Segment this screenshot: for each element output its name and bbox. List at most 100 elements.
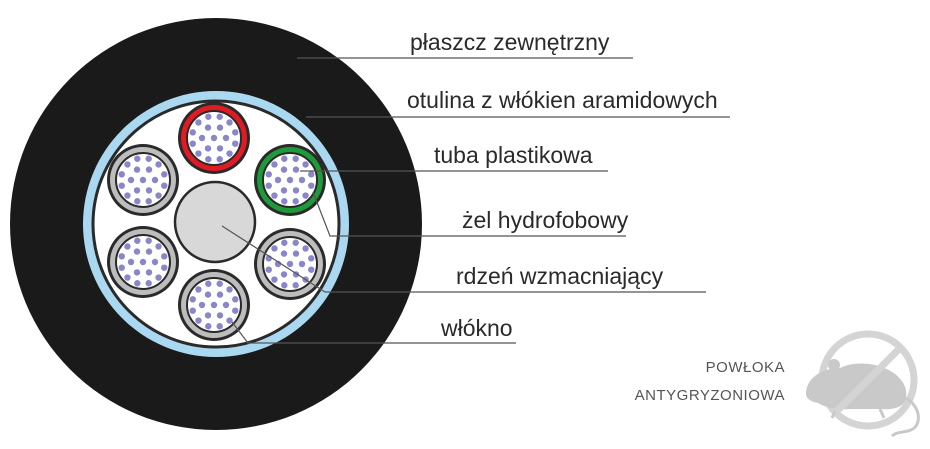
leader-fiber xyxy=(231,321,516,344)
fiber-dot xyxy=(205,156,212,163)
fiber-dot xyxy=(292,198,299,205)
label-strength-core: rdzeń wzmacniający xyxy=(456,263,664,289)
fiber-dot xyxy=(232,129,239,136)
fiber-dot xyxy=(216,312,224,319)
fiber-dot xyxy=(151,176,159,184)
fiber-dot xyxy=(145,237,152,244)
fiber-dot xyxy=(210,301,218,309)
fiber-dot xyxy=(286,176,294,184)
fiber-dot xyxy=(133,248,141,255)
fiber-dot xyxy=(161,171,168,178)
fiber-dot xyxy=(124,243,131,250)
fiber-dot xyxy=(139,258,147,266)
fiber-dot xyxy=(265,171,272,178)
fiber-dot xyxy=(226,286,233,293)
fiber-dot xyxy=(118,264,125,271)
fiber-dot xyxy=(302,192,309,199)
fiber-dot xyxy=(198,134,206,142)
fiber-dot xyxy=(205,323,212,330)
fiber-dot xyxy=(145,280,152,287)
tube-grey-4 xyxy=(178,269,250,341)
fiber-dot xyxy=(222,134,230,142)
fiber-dot xyxy=(161,264,168,271)
fiber-dot xyxy=(292,250,300,257)
fiber-dot xyxy=(292,187,300,194)
fiber-dot xyxy=(281,239,288,246)
fiber-dot xyxy=(161,182,168,189)
label-hydrophobic-gel: żel hydrofobowy xyxy=(462,207,629,233)
fiber-dot xyxy=(222,301,230,309)
fiber-dot xyxy=(133,269,141,276)
fiber-dot xyxy=(271,276,278,283)
fiber-dot xyxy=(151,258,159,266)
tube-grey-1 xyxy=(107,144,179,216)
badge-line1: POWŁOKA xyxy=(706,359,785,376)
fiber-dot xyxy=(308,255,315,262)
fiber-dot xyxy=(280,166,288,173)
tube-grey-2 xyxy=(107,226,179,298)
fiber-dot xyxy=(204,291,212,298)
fiber-dot xyxy=(271,161,278,168)
leader-gel xyxy=(312,191,626,237)
fiber-dot xyxy=(118,182,125,189)
leader-core xyxy=(221,225,706,293)
fiber-dot xyxy=(265,182,272,189)
fiber-dot xyxy=(155,274,162,281)
fiber-dot xyxy=(145,166,153,173)
fiber-dot xyxy=(124,274,131,281)
fiber-dot xyxy=(195,317,202,324)
fiber-dot xyxy=(280,250,288,257)
label-outer-jacket: płaszcz zewnętrzny xyxy=(410,29,610,55)
fiber-dot xyxy=(133,166,141,173)
fiber-dot xyxy=(124,192,131,199)
fiber-dot xyxy=(281,155,288,162)
fiber-dot xyxy=(271,245,278,252)
fiber-dot xyxy=(204,312,212,319)
fiber-dot xyxy=(189,129,196,136)
fiber-dot xyxy=(308,182,315,189)
fiber-dot xyxy=(232,307,239,314)
fiber-dot xyxy=(195,286,202,293)
fiber-dot xyxy=(216,156,223,163)
fiber-dot xyxy=(232,296,239,303)
fiber-dot xyxy=(226,119,233,126)
fiber-dot xyxy=(292,166,300,173)
fiber-dot xyxy=(161,253,168,260)
fiber-dot xyxy=(308,266,315,273)
fiber-dot xyxy=(134,155,141,162)
fiber-dot xyxy=(139,176,147,184)
fiber-dot xyxy=(232,140,239,147)
fiber-dot xyxy=(145,187,153,194)
fiber-dot xyxy=(145,198,152,205)
fiber-dot xyxy=(302,161,309,168)
fiber-dot xyxy=(198,301,206,309)
fiber-dot xyxy=(216,145,224,152)
fiber-dot xyxy=(134,198,141,205)
fiber-dot xyxy=(281,282,288,289)
fiber-dot xyxy=(216,124,224,131)
no-rodent-icon xyxy=(806,330,920,438)
fiber-dot xyxy=(195,119,202,126)
fiber-dot xyxy=(302,245,309,252)
fiber-dot xyxy=(216,113,223,120)
fiber-dot xyxy=(281,198,288,205)
fiber-dot xyxy=(216,280,223,287)
fiber-dot xyxy=(118,171,125,178)
fiber-dot xyxy=(204,145,212,152)
fiber-dot xyxy=(308,171,315,178)
fiber-dot xyxy=(134,280,141,287)
fiber-dot xyxy=(298,176,306,184)
fiber-dot xyxy=(145,269,153,276)
fiber-dot xyxy=(286,260,294,268)
fiber-dot xyxy=(265,266,272,273)
fiber-dot xyxy=(226,150,233,157)
fiber-dot xyxy=(292,282,299,289)
fiber-dot xyxy=(205,280,212,287)
badge-line2: ANTYGRYZONIOWA xyxy=(635,387,785,404)
fiber-dot xyxy=(226,317,233,324)
fiber-dot xyxy=(274,176,282,184)
fiber-dot xyxy=(134,237,141,244)
fiber-dot xyxy=(155,243,162,250)
fiber-dot xyxy=(280,271,288,278)
